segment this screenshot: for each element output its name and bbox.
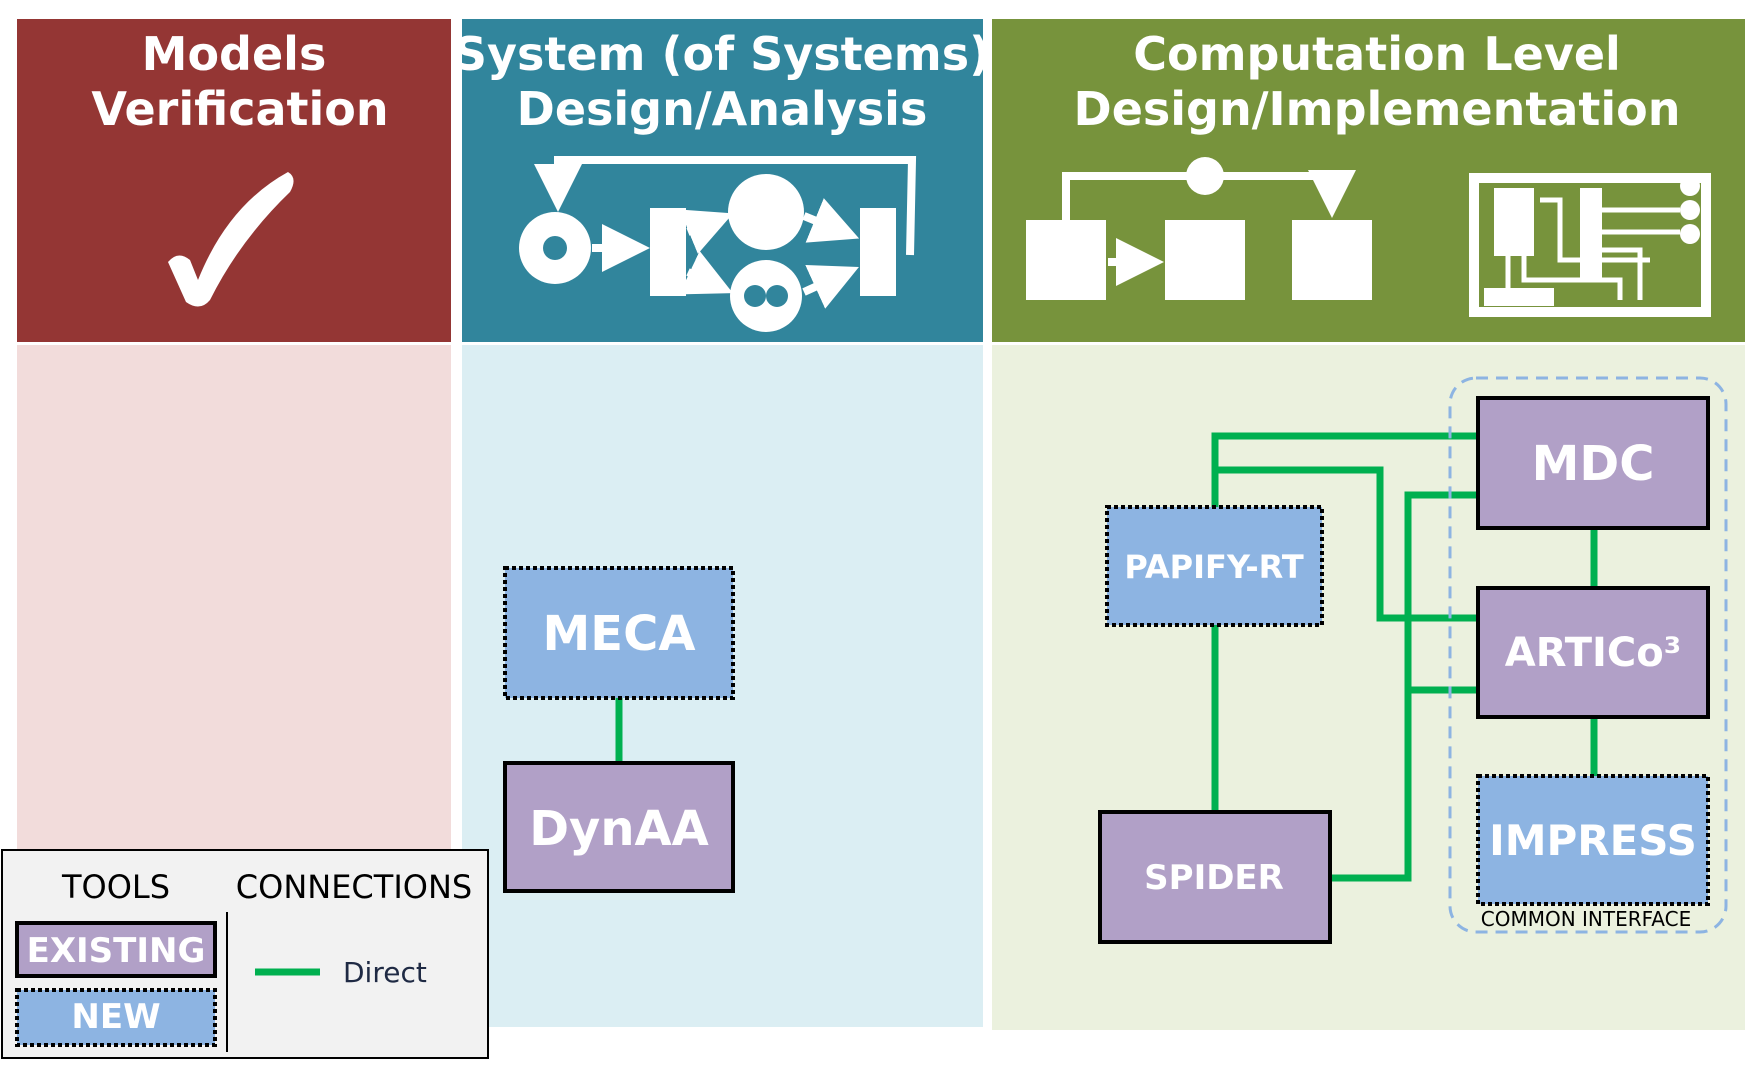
legend-connections-title: CONNECTIONS [236,868,472,906]
tool-mdc: MDC [1476,396,1710,530]
tool-mdc-label: MDC [1532,436,1655,492]
legend-new-label: NEW [71,997,160,1037]
tool-spider-label: SPIDER [1144,858,1284,898]
verification-header [17,19,451,342]
tool-dynaa-label: DynAA [529,801,709,857]
system-title-line2: Design/Analysis [517,82,928,136]
computation-title-line1: Computation Level [1133,27,1621,81]
common-interface-label: COMMON INTERFACE [1481,907,1692,931]
common-interface-outline [1448,376,1728,934]
connection-spider-mdc [1404,491,1480,690]
tool-impress-label: IMPRESS [1489,816,1697,865]
legend-existing-label: EXISTING [27,931,206,971]
verification-title-line2: Verification [91,82,388,136]
tool-papify-label: PAPIFY-RT [1124,548,1303,586]
block-diagram-icon [1026,157,1372,300]
tool-meca: MECA [503,566,735,700]
tool-spider: SPIDER [1098,810,1332,944]
column-verification: Models Verification [17,19,451,850]
verification-body [17,345,451,850]
connection-papify-mdc [1211,432,1480,507]
connections [615,432,1598,882]
legend-new-swatch [15,988,217,1047]
connection-papify-artico [1215,466,1480,622]
legend-direct-label: Direct [343,956,427,989]
tool-meca-label: MECA [543,606,696,662]
legend: TOOLS CONNECTIONS EXISTING NEW Direct [1,849,489,1059]
connection-spider-artico [1330,686,1480,882]
legend-existing-swatch [15,921,217,978]
column-system: System (of Systems) Design/Analysis [454,19,990,1027]
dataflow-graph-icon [519,156,917,332]
system-title-line1: System (of Systems) [454,27,990,81]
checkmark-icon [168,172,294,307]
tool-artico-label: ARTICo³ [1505,630,1681,676]
legend-tools-title: TOOLS [61,868,170,906]
tool-dynaa: DynAA [503,761,735,893]
verification-title-line1: Models [142,27,327,81]
computation-title-line2: Design/Implementation [1074,82,1681,136]
tool-papify: PAPIFY-RT [1105,505,1324,627]
tool-artico: ARTICo³ [1476,586,1710,719]
tool-impress: IMPRESS [1476,774,1710,906]
circuit-board-icon [1469,173,1711,317]
